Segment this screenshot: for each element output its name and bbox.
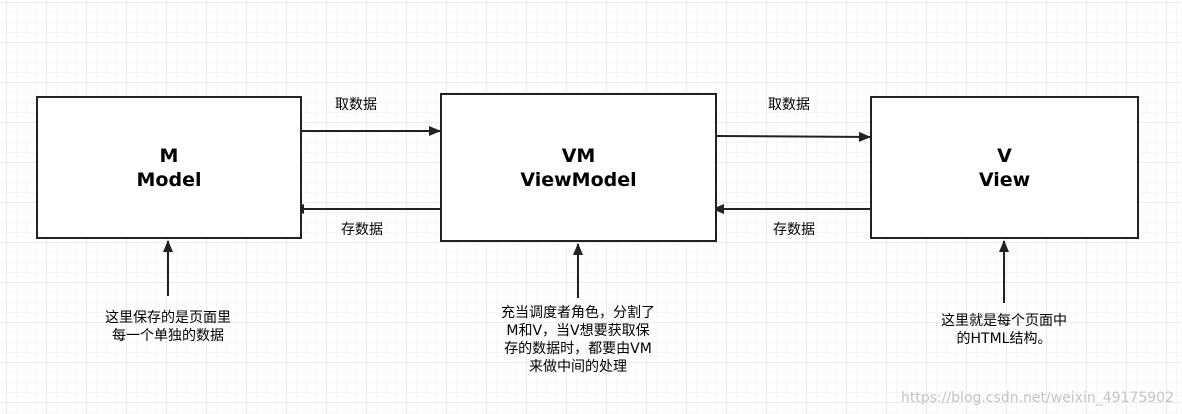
view-box-title: V xyxy=(997,144,1012,167)
model-box-title: M xyxy=(159,144,179,167)
note-viewmodel-line: 充当调度者角色，分割了 xyxy=(501,305,655,321)
note-view-line: 这里就是每个页面中 xyxy=(941,313,1067,329)
note-view: 这里就是每个页面中 的HTML结构。 xyxy=(904,312,1104,348)
note-viewmodel-line: 存的数据时，都要由VM xyxy=(504,341,652,357)
note-viewmodel-line: M和V，当V想要获取保 xyxy=(506,323,650,339)
note-model: 这里保存的是页面里 每一个单独的数据 xyxy=(68,309,268,345)
note-viewmodel: 充当调度者角色，分割了 M和V，当V想要获取保 存的数据时，都要由VM 来做中间… xyxy=(468,304,688,376)
viewmodel-box: VM ViewModel xyxy=(440,93,717,242)
model-box: M Model xyxy=(36,96,302,239)
note-model-line: 每一个单独的数据 xyxy=(112,328,224,344)
note-view-line: 的HTML结构。 xyxy=(956,331,1052,347)
watermark: https://blog.csdn.net/weixin_49175902 xyxy=(900,390,1174,406)
edge-label-vm-m-store: 存数据 xyxy=(341,222,383,238)
viewmodel-box-title: VM xyxy=(561,144,596,167)
note-viewmodel-line: 来做中间的处理 xyxy=(529,359,627,375)
viewmodel-box-subtitle: ViewModel xyxy=(520,168,637,191)
edge-label-m-vm-fetch: 取数据 xyxy=(335,97,377,113)
edge-label-v-vm-store: 存数据 xyxy=(773,222,815,238)
edge-label-vm-v-fetch: 取数据 xyxy=(768,97,810,113)
arrow-vm-to-v xyxy=(716,131,871,142)
note-model-line: 这里保存的是页面里 xyxy=(105,310,231,326)
view-box-subtitle: View xyxy=(978,168,1031,191)
view-box: V View xyxy=(870,96,1139,239)
model-box-subtitle: Model xyxy=(136,168,202,191)
